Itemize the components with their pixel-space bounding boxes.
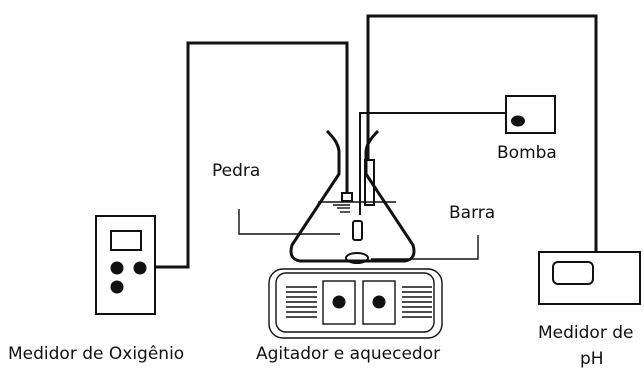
air-stone xyxy=(352,220,363,241)
oxygen-meter-knob-2 xyxy=(133,261,147,275)
ph-meter-label-line2: pH xyxy=(580,349,604,368)
stirrer-control-panel-1 xyxy=(322,280,356,325)
oxygen-meter-knob-3 xyxy=(110,280,124,294)
oxygen-meter-knob-1 xyxy=(110,261,124,275)
barra-leader-line xyxy=(371,235,479,260)
stirrer-heater xyxy=(268,268,443,339)
barra-label: Barra xyxy=(449,203,495,223)
stirrer-control-panel-2 xyxy=(362,280,396,325)
bomba-label: Bomba xyxy=(497,143,557,163)
stirrer-knob-1 xyxy=(332,295,346,309)
stirrer-top-panel xyxy=(275,272,435,333)
pedra-leader-line xyxy=(238,209,340,235)
stirrer-heater-label: Agitador e aquecedor xyxy=(256,344,440,364)
oxygen-meter-screen xyxy=(110,230,142,251)
ph-meter-label-line1: Medidor de xyxy=(538,323,633,343)
oxygen-meter xyxy=(95,215,156,315)
stirrer-outer-body xyxy=(268,268,443,339)
oxygen-probe-tip xyxy=(341,192,353,202)
oxygen-probe-cable xyxy=(155,41,349,269)
oxygen-meter-label: Medidor de Oxigênio xyxy=(8,344,184,364)
ph-electrode xyxy=(364,159,375,206)
flask-outline xyxy=(289,129,416,263)
ph-probe-cable xyxy=(366,14,598,252)
erlenmeyer-flask xyxy=(289,129,416,263)
stir-bar xyxy=(345,252,369,264)
ph-meter-body xyxy=(538,251,641,305)
air-pump xyxy=(505,95,556,134)
air-tube xyxy=(359,112,506,215)
pedra-label: Pedra xyxy=(212,161,260,181)
stirrer-left-vent xyxy=(286,286,317,318)
ph-meter xyxy=(538,251,641,305)
stirrer-right-vent xyxy=(402,286,432,318)
stirrer-knob-2 xyxy=(372,295,386,309)
pump-body xyxy=(505,95,556,134)
pump-indicator xyxy=(511,115,525,127)
ph-meter-screen xyxy=(552,261,594,285)
oxygen-meter-body xyxy=(95,215,156,315)
